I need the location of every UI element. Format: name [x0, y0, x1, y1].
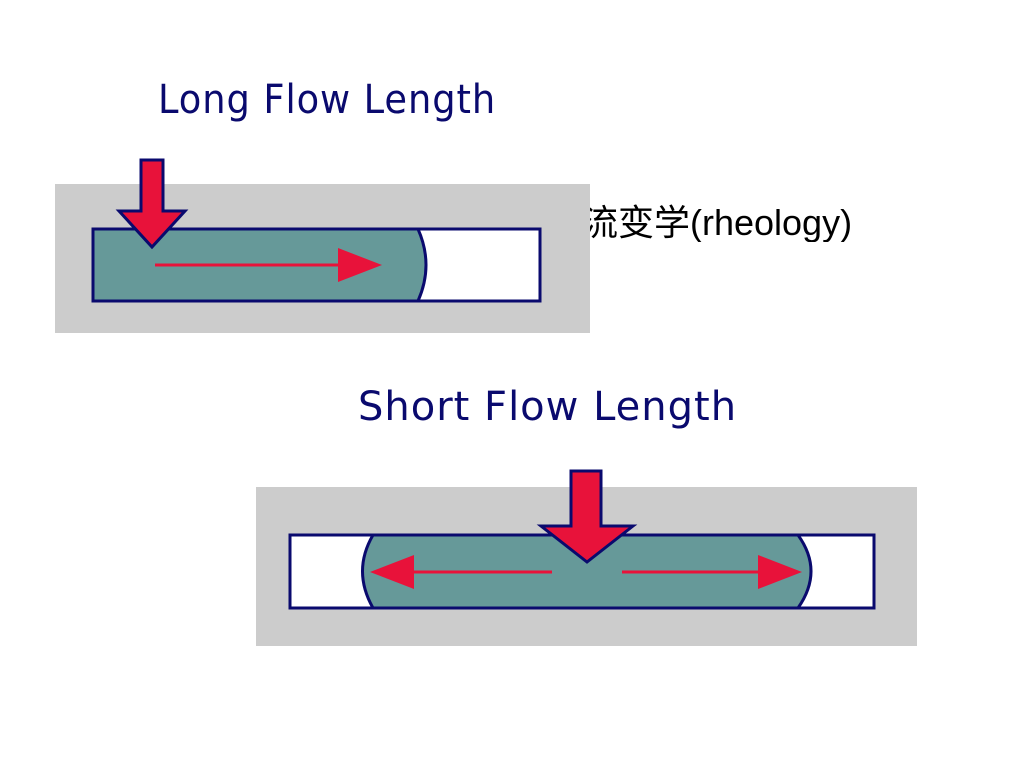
short-flow-arrow-left-head	[370, 555, 414, 589]
short-gate-arrow	[536, 469, 638, 564]
short-melt-front	[361, 533, 813, 610]
long-flow-arrow-head	[338, 248, 382, 282]
long-gate-arrow	[115, 158, 189, 250]
short-flow-length-title: Short Flow Length	[358, 384, 738, 430]
rheology-caption: 流变学(rheology)	[586, 192, 926, 242]
long-flow-length-title: Long Flow Length	[158, 77, 497, 123]
long-flow-diagram	[91, 158, 542, 303]
short-flow-arrow-right-head	[758, 555, 802, 589]
rheology-caption-text: 流变学(rheology)	[586, 202, 853, 242]
short-flow-diagram	[288, 469, 876, 610]
